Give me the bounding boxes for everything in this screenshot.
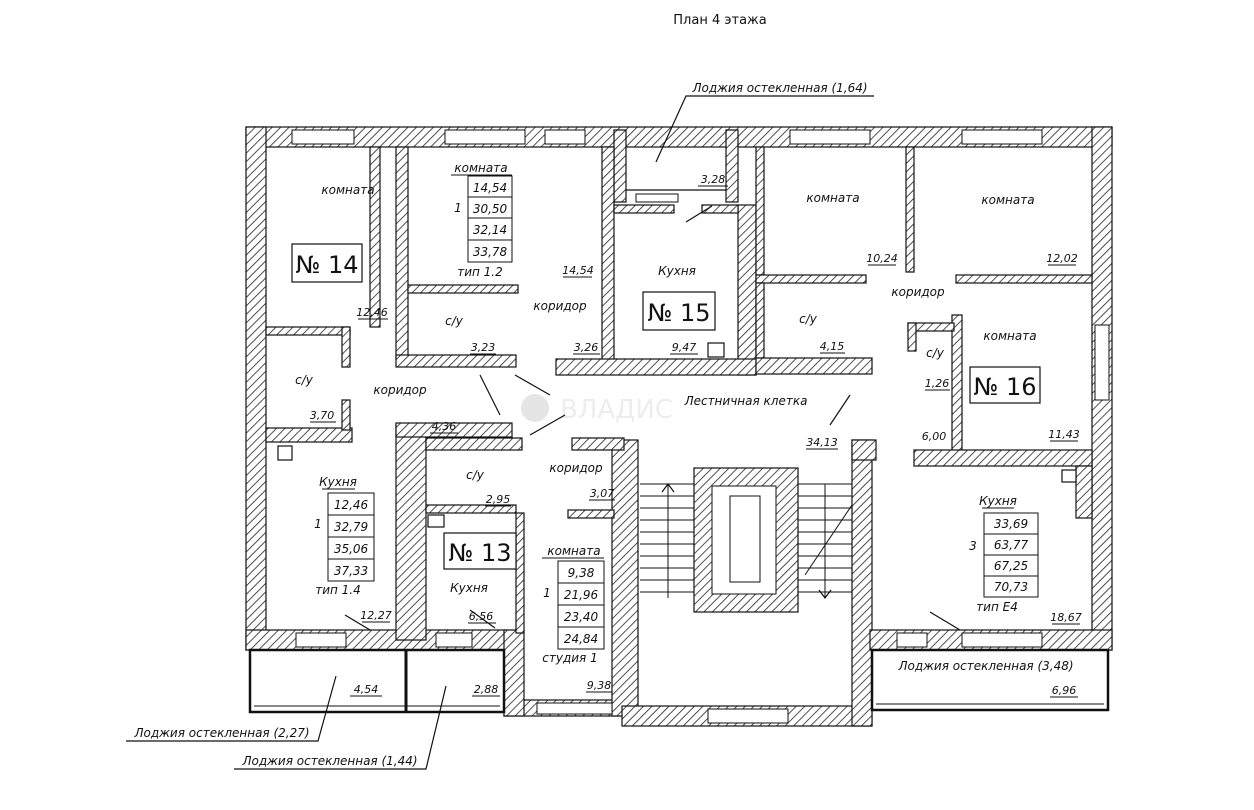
- loggia-label-1-44: Лоджия остекленная (1,44): [241, 754, 417, 768]
- watermark: ВЛАДИС: [521, 394, 673, 425]
- kitchen-area: 9,47: [672, 341, 697, 354]
- kitchen-area: 18,67: [1050, 611, 1082, 624]
- corridor-area: 3,07: [590, 487, 615, 500]
- room-area: 9,38: [587, 679, 612, 692]
- loggia-area: 4,54: [354, 683, 379, 696]
- bath-label: с/у: [926, 346, 945, 360]
- loggia-area: 6,96: [1052, 684, 1077, 697]
- area-full: 24,84: [564, 632, 598, 646]
- apartment-13: с/у 2,95 коридор 3,07 № 13 Кухня 6,56 ко…: [443, 461, 615, 697]
- corridor-label: коридор: [891, 285, 945, 299]
- bath-label: с/у: [445, 314, 464, 328]
- loggia-label-top: Лоджия остекленная (1,64): [691, 81, 867, 95]
- room-label: комната: [806, 191, 859, 205]
- apartment-14: комната № 14 12,46 с/у 3,70 коридор 4,36…: [291, 183, 458, 697]
- bath-area: 4,15: [820, 340, 845, 353]
- bath-label: с/у: [295, 373, 314, 387]
- bath-area: 3,23: [471, 341, 496, 354]
- area-with-loggia: 35,06: [334, 542, 369, 556]
- area-total: 21,96: [564, 588, 599, 602]
- loggias-bottom: [248, 648, 1110, 714]
- area-with-loggia: 32,14: [473, 223, 507, 237]
- area-full: 37,33: [334, 564, 368, 578]
- bath-area: 1,26: [925, 377, 950, 390]
- kitchen-area: 6,56: [469, 610, 494, 623]
- area-full: 70,73: [994, 580, 1028, 594]
- room-area: 14,54: [562, 264, 594, 277]
- apartment-type: тип Е4: [976, 600, 1018, 614]
- apartment-number: № 13: [448, 539, 511, 567]
- apartment-16: комната комната 10,24 12,02 коридор с/у …: [799, 191, 1082, 698]
- loggia-area: 2,88: [474, 683, 499, 696]
- rooms-count: 3: [969, 539, 977, 553]
- staircase: [640, 467, 853, 613]
- area-total: 32,79: [334, 520, 368, 534]
- apartment-15: комната 1 14,54 30,50 32,14 33,78 тип 1.…: [445, 161, 728, 355]
- corridor-area: 4,36: [432, 420, 457, 433]
- kitchen-label: Кухня: [319, 475, 357, 489]
- stair-label: Лестничная клетка: [684, 394, 808, 408]
- area-living: 14,54: [473, 181, 507, 195]
- door-swings: [277, 205, 1077, 631]
- room-label: комната: [547, 544, 600, 558]
- stair-area: 34,13: [806, 436, 838, 449]
- loggia-callouts: Лоджия остекленная (1,64) Лоджия остекле…: [126, 81, 874, 770]
- corridor-label: коридор: [373, 383, 427, 397]
- apartment-type: студия 1: [542, 651, 597, 665]
- plan-title: План 4 этажа: [673, 13, 766, 28]
- room-label: комната: [321, 183, 374, 197]
- rooms-count: 1: [454, 201, 462, 215]
- bath-label: с/у: [799, 312, 818, 326]
- rooms-count: 1: [314, 517, 322, 531]
- bath-area: 3,70: [310, 409, 335, 422]
- area-total: 30,50: [473, 202, 508, 216]
- kitchen-label: Кухня: [979, 494, 1017, 508]
- loggia-area: 3,28: [701, 173, 726, 186]
- room-area: 11,43: [1048, 428, 1080, 441]
- room-area: 12,02: [1046, 252, 1078, 265]
- loggia-label-2-27: Лоджия остекленная (2,27): [133, 726, 309, 740]
- apartment-type: тип 1.2: [457, 265, 503, 279]
- area-total: 63,77: [994, 538, 1029, 552]
- room-label: комната: [983, 329, 1036, 343]
- windows: [291, 129, 1110, 724]
- area-full: 33,78: [473, 245, 508, 259]
- interior-walls: [265, 129, 1093, 641]
- rooms-count: 1: [543, 586, 551, 600]
- corridor-label: коридор: [549, 461, 603, 475]
- svg-text:ВЛАДИС: ВЛАДИС: [560, 395, 673, 425]
- room-label: комната: [454, 161, 507, 175]
- corridor-label: коридор: [533, 299, 587, 313]
- area-living: 9,38: [568, 566, 595, 580]
- corridor-area: 6,00: [922, 430, 947, 443]
- bath-area: 2,95: [486, 493, 511, 506]
- corridor-area: 3,26: [574, 341, 599, 354]
- apartment-number: № 15: [647, 299, 710, 327]
- loggia-label: Лоджия остекленная (3,48): [897, 659, 1073, 673]
- kitchen-area: 12,27: [360, 609, 392, 622]
- kitchen-label: Кухня: [658, 264, 696, 278]
- apartment-type: тип 1.4: [315, 583, 361, 597]
- kitchen-label: Кухня: [450, 581, 488, 595]
- bath-label: с/у: [466, 468, 485, 482]
- area-living: 33,69: [994, 517, 1028, 531]
- area-with-loggia: 67,25: [994, 559, 1028, 573]
- area-with-loggia: 23,40: [564, 610, 599, 624]
- area-living: 12,46: [334, 498, 369, 512]
- room-label: комната: [981, 193, 1034, 207]
- room-area: 10,24: [866, 252, 898, 265]
- apartment-number: № 16: [973, 373, 1036, 401]
- apartment-number: № 14: [295, 251, 358, 279]
- room-area: 12,46: [356, 306, 388, 319]
